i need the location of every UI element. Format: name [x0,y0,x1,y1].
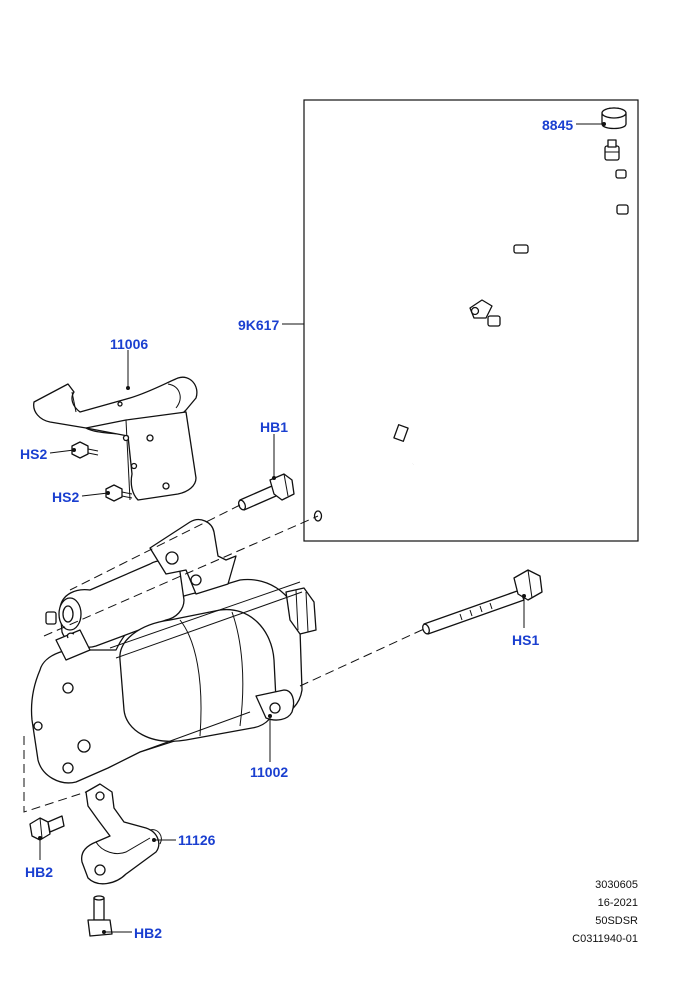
harness-inset-frame [303,99,639,542]
reference-block: 3030605 16-2021 50SDSR C0311940-01 [572,878,638,946]
assembly-line-hb1 [43,515,319,637]
callout-hb2-lower[interactable]: HB2 [134,925,163,941]
heat-shield-11006[interactable] [33,376,198,501]
callout-8845[interactable]: 8845 [542,117,574,133]
bolt-hb2-lower[interactable] [87,895,113,937]
bolt-hb1[interactable] [237,473,295,511]
screw-hs2-lower[interactable] [105,484,133,502]
screw-hs2-upper[interactable] [71,441,99,459]
callout-11126[interactable]: 11126 [178,832,216,848]
assembly-line-harness [69,504,241,591]
callout-hb2-upper[interactable]: HB2 [25,864,54,880]
callout-9k617[interactable]: 9K617 [238,317,280,333]
callout-hs2-lower[interactable]: HS2 [52,489,80,505]
callout-11002[interactable]: 11002 [250,764,289,780]
callout-hb1[interactable]: HB1 [260,419,289,435]
leader-lines [38,122,606,934]
assembly-line-hb2 [23,736,87,813]
callout-hs1[interactable]: HS1 [512,632,540,648]
cap-8845[interactable] [601,107,627,130]
callout-11006[interactable]: 11006 [110,336,149,352]
bolt-hb2-upper[interactable] [29,815,65,841]
reference-line-4: C0311940-01 [572,933,638,945]
assembly-line-hs1 [299,628,425,687]
harness-9k617[interactable] [313,139,629,522]
reference-line-2: 16-2021 [597,897,638,909]
starter-motor-11002[interactable] [30,518,317,784]
reference-line-1: 3030605 [595,879,638,891]
callout-hs2-upper[interactable]: HS2 [20,446,48,462]
reference-line-3: 50SDSR [595,915,638,927]
bracket-11126[interactable] [80,783,162,885]
